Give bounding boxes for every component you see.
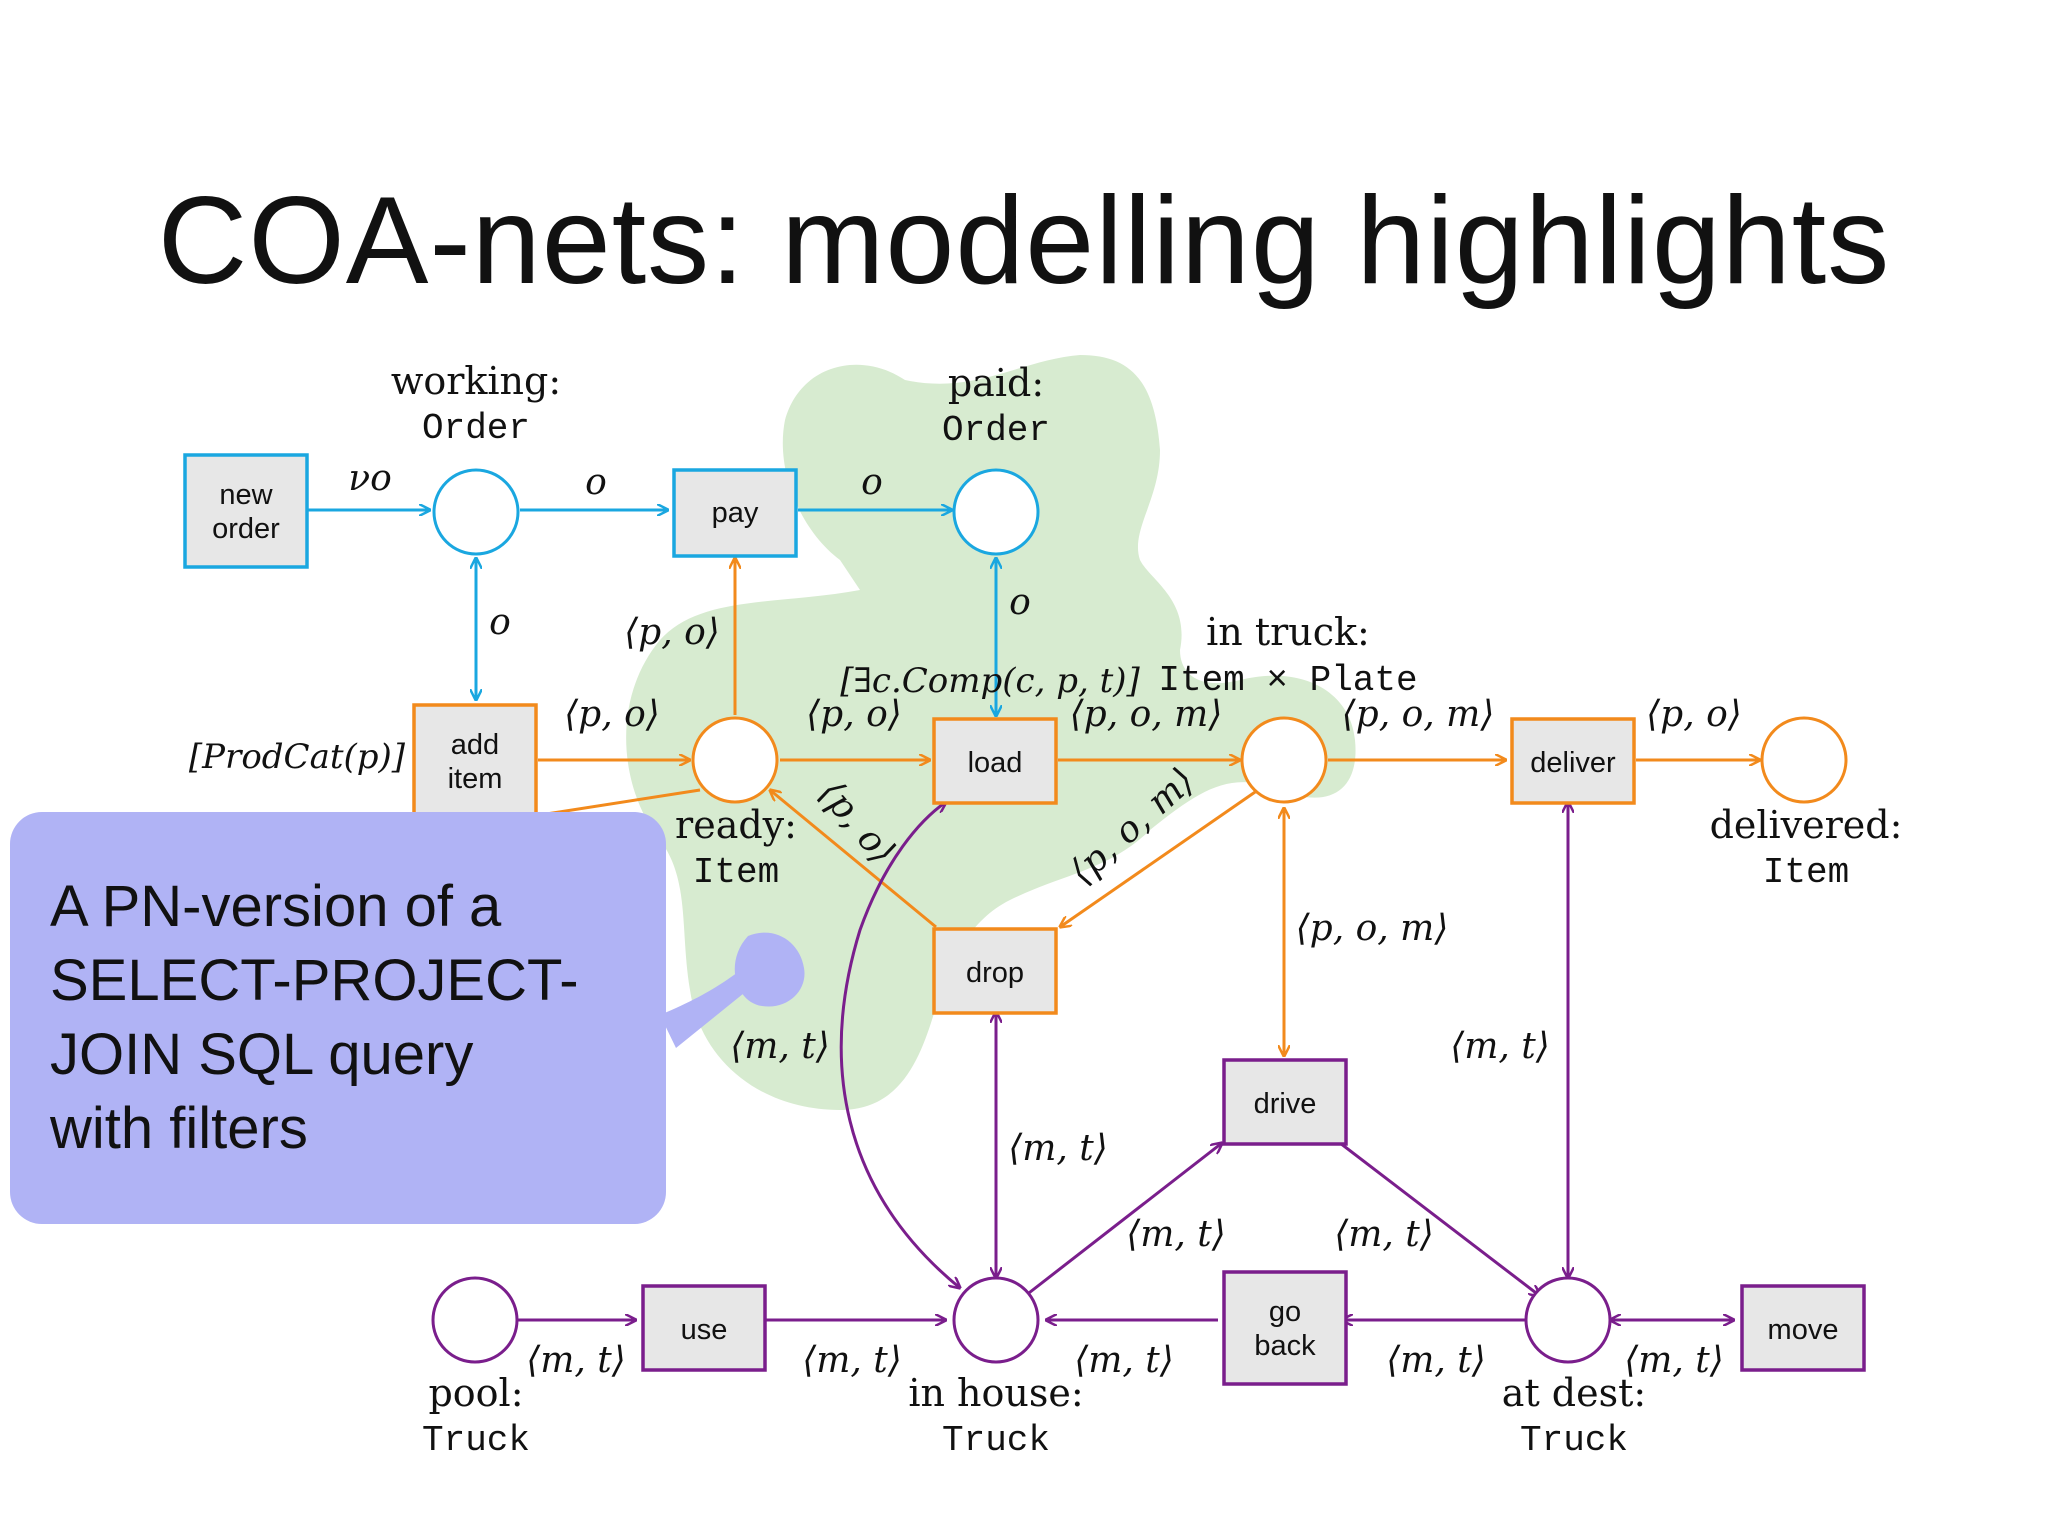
place-in-truck xyxy=(1240,716,1328,804)
delivered-name: delivered: xyxy=(1710,803,1903,847)
place-working xyxy=(432,468,520,556)
deliver-label: deliver xyxy=(1530,747,1616,779)
place-in-house xyxy=(952,1276,1040,1364)
label-o-working-additem: o xyxy=(489,602,511,643)
label-mt-use-inhouse: ⟨m, t⟩ xyxy=(802,1340,902,1381)
ready-name: ready: xyxy=(675,803,797,847)
in-truck-name: in truck: xyxy=(1206,610,1370,654)
paid-name: paid: xyxy=(948,361,1044,405)
callout-blob xyxy=(734,932,805,1007)
drive-label: drive xyxy=(1254,1088,1317,1120)
pool-name: pool: xyxy=(428,1371,523,1415)
add-item-label-1: add xyxy=(451,729,499,761)
transition-go-back: go back xyxy=(1222,1270,1348,1386)
pay-label: pay xyxy=(712,497,759,529)
transition-drop: drop xyxy=(932,927,1058,1015)
paid-type: Order xyxy=(942,410,1050,451)
load-label: load xyxy=(968,747,1023,779)
label-o-pay-paid: o xyxy=(861,462,883,503)
new-order-label-2: order xyxy=(212,513,280,545)
at-dest-type: Truck xyxy=(1520,1420,1628,1461)
place-pool xyxy=(431,1276,519,1364)
go-back-label-1: go xyxy=(1269,1296,1301,1328)
place-at-dest xyxy=(1524,1276,1612,1364)
label-o-paid-load: o xyxy=(1009,582,1031,623)
in-house-name: in house: xyxy=(908,1371,1083,1415)
label-o-working-pay: o xyxy=(585,462,607,503)
slide-title: COA-nets: modelling highlights xyxy=(157,172,1891,310)
label-mt-atdest-move: ⟨m, t⟩ xyxy=(1624,1340,1724,1381)
go-back-label-2: back xyxy=(1254,1330,1316,1362)
label-mt-inhouse-drop: ⟨m, t⟩ xyxy=(1008,1128,1108,1169)
callout-box xyxy=(10,812,666,1224)
place-paid xyxy=(952,468,1040,556)
label-po-additem-ready: ⟨p, o⟩ xyxy=(564,694,660,735)
label-po-ready-load: ⟨p, o⟩ xyxy=(806,694,902,735)
in-house-type: Truck xyxy=(942,1420,1050,1461)
arc-inhouse-load xyxy=(839,802,960,1288)
at-dest-name: at dest: xyxy=(1502,1371,1646,1415)
pool-type: Truck xyxy=(422,1420,530,1461)
label-mt-inhouse-drive: ⟨m, t⟩ xyxy=(1126,1214,1226,1255)
in-truck-type: Item × Plate xyxy=(1158,660,1417,701)
transition-deliver: deliver xyxy=(1510,717,1636,805)
transition-pay: pay xyxy=(672,468,798,558)
callout-text: A PN-version of a SELECT-PROJECT- JOIN S… xyxy=(50,870,670,1166)
place-delivered xyxy=(1760,716,1848,804)
working-name: working: xyxy=(391,359,561,403)
arc-drop-ready xyxy=(770,790,937,929)
callout-line: SELECT-PROJECT- xyxy=(50,948,579,1013)
label-mt-atdest-goback: ⟨m, t⟩ xyxy=(1386,1340,1486,1381)
transition-drive: drive xyxy=(1222,1058,1348,1146)
new-order-label-1: new xyxy=(219,479,273,511)
label-mt-drive-atdest: ⟨m, t⟩ xyxy=(1334,1214,1434,1255)
move-label: move xyxy=(1768,1314,1839,1346)
label-nu-o: νo xyxy=(348,458,392,499)
add-item-label-2: item xyxy=(448,763,503,795)
label-pom-intruck-deliver: ⟨p, o, m⟩ xyxy=(1342,694,1495,735)
label-mt-load: ⟨m, t⟩ xyxy=(730,1026,830,1067)
label-pom-intruck-drive: ⟨p, o, m⟩ xyxy=(1296,908,1449,949)
ready-type: Item xyxy=(693,852,779,893)
callout-line: A PN-version of a xyxy=(50,874,502,939)
arc-additem-partial xyxy=(539,788,701,817)
transition-load: load xyxy=(932,717,1058,805)
label-mt-goback-inhouse: ⟨m, t⟩ xyxy=(1074,1340,1174,1381)
arc-drive-atdest xyxy=(1339,1141,1540,1296)
delivered-type: Item xyxy=(1763,852,1849,893)
label-pom-load-intruck: ⟨p, o, m⟩ xyxy=(1070,694,1223,735)
callout-line: with filters xyxy=(50,1096,308,1161)
callout-line: JOIN SQL query xyxy=(50,1022,474,1087)
use-label: use xyxy=(681,1314,728,1346)
transition-add-item: add item xyxy=(412,703,538,819)
guard-additem: [ProdCat(p)] xyxy=(189,737,406,777)
place-ready xyxy=(691,716,779,804)
transition-new-order: new order xyxy=(183,453,309,569)
arc-intruck-drop xyxy=(1060,788,1259,927)
transition-move: move xyxy=(1740,1284,1866,1372)
label-mt-pool-use: ⟨m, t⟩ xyxy=(526,1340,626,1381)
working-type: Order xyxy=(422,408,530,449)
guard-load: [∃c.Comp(c, p, t)] xyxy=(840,661,1140,701)
drop-label: drop xyxy=(966,957,1024,989)
transition-use: use xyxy=(641,1284,767,1372)
label-po-ready-pay: ⟨p, o⟩ xyxy=(624,612,720,653)
label-mt-atdest-deliver: ⟨m, t⟩ xyxy=(1450,1026,1550,1067)
arc-inhouse-drive xyxy=(1024,1143,1222,1298)
label-po-deliver-delivered: ⟨p, o⟩ xyxy=(1646,694,1742,735)
